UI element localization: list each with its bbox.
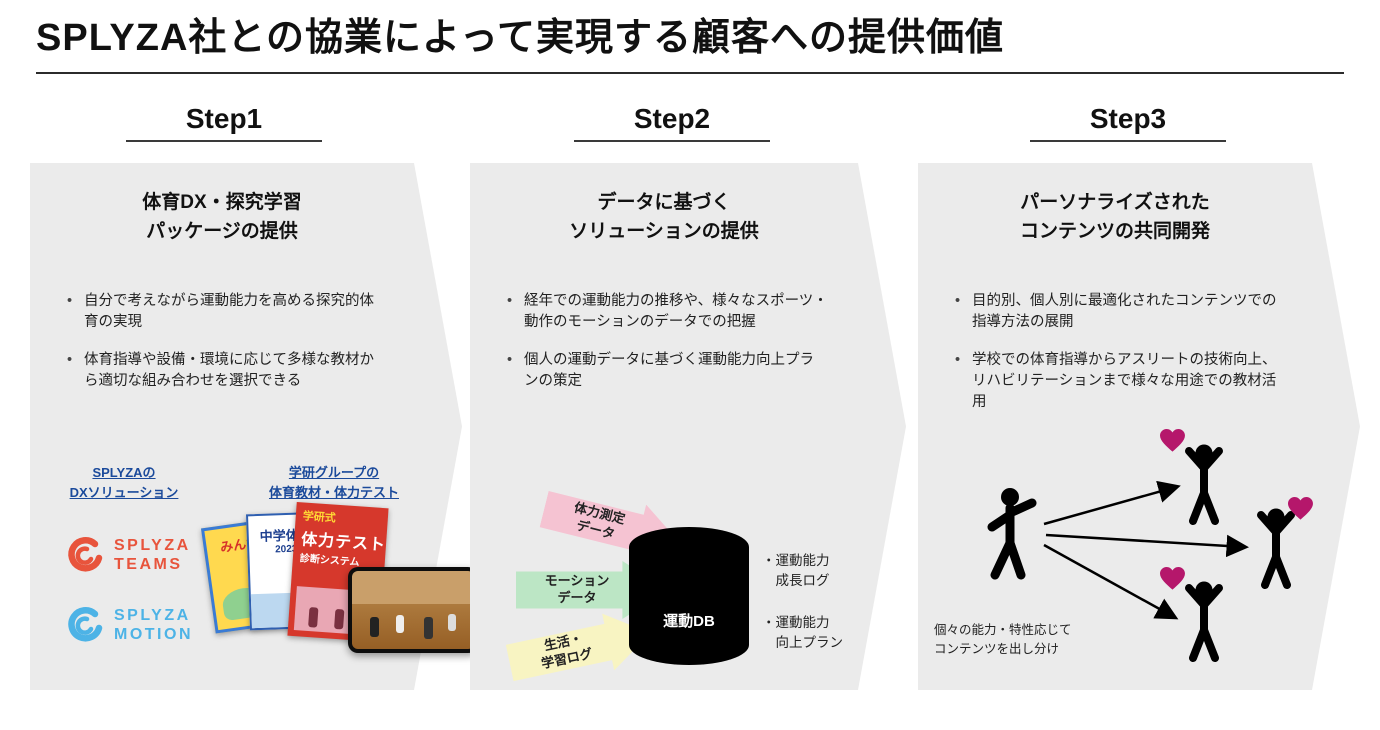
logo-teams-line1: SPLYZA bbox=[114, 536, 191, 554]
teaching-materials-images: みんな 中学体育 2023 学研式 体力テスト 診断システム bbox=[200, 501, 488, 670]
step2-heading: データに基づく ソリューションの提供 bbox=[470, 189, 858, 246]
database-label: 運動DB bbox=[663, 613, 715, 631]
bullet-text: 目的別、個人別に最適化されたコンテンツでの指導方法の展開 bbox=[972, 293, 1277, 331]
gakken-label-line1: 学研グループの bbox=[288, 465, 380, 480]
splyza-motion-wordmark: SPLYZA MOTION bbox=[114, 606, 193, 644]
gakken-label-line2: 体育教材・体力テスト bbox=[268, 485, 399, 501]
step3-label: Step3 bbox=[1030, 103, 1226, 142]
bullet: 自分で考えながら運動能力を高める探究的体育の実現 bbox=[64, 291, 384, 333]
personalization-caption: 個々の能力・特性応じて コンテンツを出し分け bbox=[934, 623, 1072, 657]
splyza-label-line1: SPLYZAの bbox=[92, 465, 156, 480]
output-improvement-plan: ・運動能力 向上プラン bbox=[762, 615, 843, 650]
step1-heading: 体育DX・探究学習 パッケージの提供 bbox=[30, 189, 414, 246]
step2-heading-line2: ソリューションの提供 bbox=[569, 220, 759, 242]
arrow-to-middle-person bbox=[1046, 535, 1244, 547]
step1-heading-line2: パッケージの提供 bbox=[146, 220, 298, 242]
bottom-person-icon bbox=[1189, 582, 1219, 659]
database-cylinder-icon bbox=[628, 525, 750, 667]
bullet-text: 学校での体育指導からアスリートの技術向上、リハビリテーションまで様々な用途での教… bbox=[972, 352, 1277, 411]
step3-heading: パーソナライズされた コンテンツの共同開発 bbox=[918, 189, 1312, 246]
splyza-label-line2: DXソリューション bbox=[69, 485, 179, 501]
bullet-text: 体育指導や設備・環境に応じて多様な教材から適切な組み合わせを選択できる bbox=[84, 352, 374, 390]
middle-person-icon bbox=[1261, 509, 1291, 586]
splyza-solutions-label: SPLYZAの DXソリューション bbox=[46, 463, 202, 503]
bullet: 学校での体育指導からアスリートの技術向上、リハビリテーションまで様々な用途での教… bbox=[952, 350, 1282, 413]
output-growth-log: ・運動能力 成長ログ bbox=[762, 553, 830, 588]
splyza-teams-logo: SPLYZA TEAMS bbox=[64, 535, 191, 575]
top-person-icon bbox=[1189, 445, 1219, 522]
title-underline bbox=[36, 72, 1344, 74]
splyza-teams-swirl-icon bbox=[64, 535, 104, 575]
bullet-text: 自分で考えながら運動能力を高める探究的体育の実現 bbox=[84, 293, 374, 331]
logo-teams-line2: TEAMS bbox=[114, 556, 183, 573]
step1-heading-line1: 体育DX・探究学習 bbox=[142, 192, 302, 213]
personalized-content-diagram bbox=[946, 429, 1326, 669]
tablet-video-image bbox=[348, 567, 478, 653]
gakken-materials-label: 学研グループの 体育教材・体力テスト bbox=[236, 463, 432, 503]
splyza-teams-wordmark: SPLYZA TEAMS bbox=[114, 536, 191, 574]
heart-icon bbox=[1160, 429, 1185, 452]
bullet-text: 経年での運動能力の推移や、様々なスポーツ・動作のモーションのデータでの把握 bbox=[524, 293, 828, 331]
arrow-to-top-person bbox=[1044, 487, 1176, 524]
bullet: 個人の運動データに基づく運動能力向上プランの策定 bbox=[504, 350, 828, 392]
coach-person-icon bbox=[992, 488, 1032, 575]
splyza-motion-swirl-icon bbox=[64, 605, 104, 645]
step3-heading-line1: パーソナライズされた bbox=[1020, 192, 1210, 213]
heart-icon bbox=[1160, 567, 1185, 590]
page-title: SPLYZA社との協業によって実現する顧客への提供価値 bbox=[36, 17, 1004, 59]
logo-motion-line1: SPLYZA bbox=[114, 606, 191, 624]
bullet: 体育指導や設備・環境に応じて多様な教材から適切な組み合わせを選択できる bbox=[64, 350, 384, 392]
step2-bullets: 経年での運動能力の推移や、様々なスポーツ・動作のモーションのデータでの把握 個人… bbox=[504, 291, 828, 409]
step2-heading-line1: データに基づく bbox=[597, 192, 731, 213]
logo-motion-line2: MOTION bbox=[114, 626, 193, 643]
step1-bullets: 自分で考えながら運動能力を高める探究的体育の実現 体育指導や設備・環境に応じて多… bbox=[64, 291, 384, 409]
step3-bullets: 目的別、個人別に最適化されたコンテンツでの指導方法の展開 学校での体育指導からア… bbox=[952, 291, 1282, 430]
gym-video-frame bbox=[352, 571, 474, 649]
bullet-text: 個人の運動データに基づく運動能力向上プランの策定 bbox=[524, 352, 814, 390]
arrow-to-bottom-person bbox=[1044, 545, 1174, 617]
splyza-motion-logo: SPLYZA MOTION bbox=[64, 605, 193, 645]
step3-panel: パーソナライズされた コンテンツの共同開発 目的別、個人別に最適化されたコンテン… bbox=[918, 163, 1360, 690]
step3-heading-line2: コンテンツの共同開発 bbox=[1019, 220, 1210, 242]
bullet: 目的別、個人別に最適化されたコンテンツでの指導方法の展開 bbox=[952, 291, 1282, 333]
bullet: 経年での運動能力の推移や、様々なスポーツ・動作のモーションのデータでの把握 bbox=[504, 291, 828, 333]
step2-label: Step2 bbox=[574, 103, 770, 142]
step2-panel: データに基づく ソリューションの提供 経年での運動能力の推移や、様々なスポーツ・… bbox=[470, 163, 906, 690]
exercise-database: 運動DB bbox=[628, 525, 750, 667]
step1-label: Step1 bbox=[126, 103, 322, 142]
